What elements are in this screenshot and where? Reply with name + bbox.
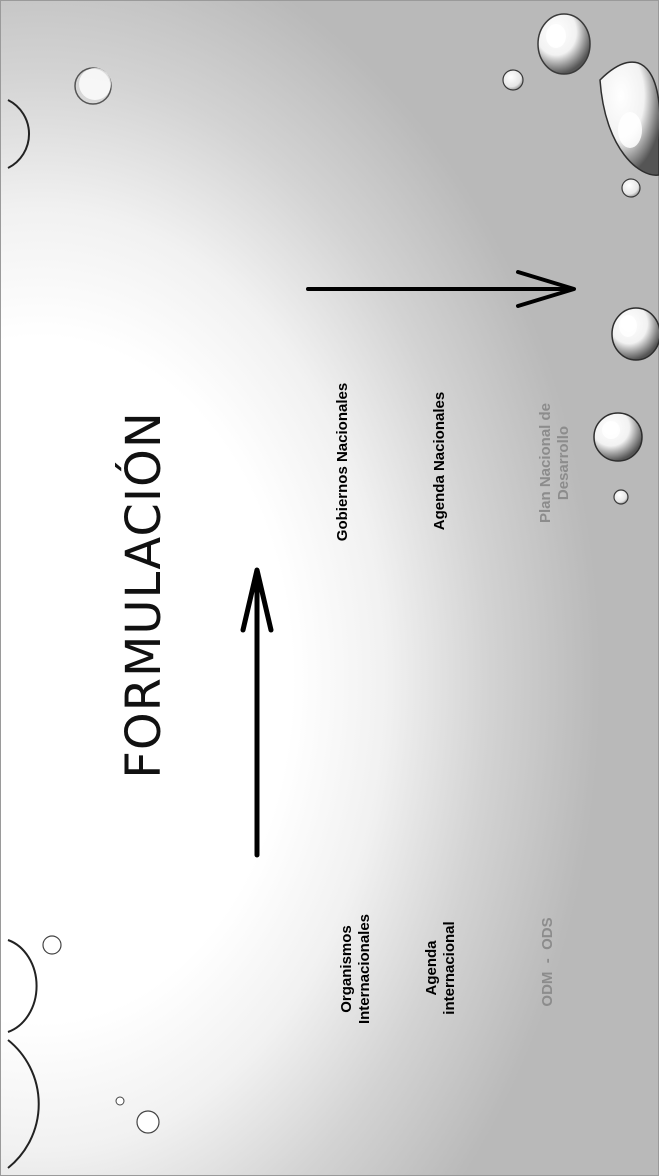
bubble-small-b [137, 1111, 159, 1133]
government-label: Gobiernos Nacionales [334, 383, 352, 541]
development-plan-label: Plan Nacional de Desarrollo [537, 393, 573, 533]
international-agenda-label: Agenda internacional [423, 898, 459, 1038]
goals-label: ODM - ODS [539, 917, 557, 1006]
bubble-arc-bottom [8, 940, 39, 1168]
arrow-right [308, 272, 574, 306]
bubble-small-a [43, 936, 61, 954]
arrow-up [243, 570, 271, 855]
slide-title: FORMULACIÓN [116, 411, 174, 778]
organization-label: Organismos Internacionales [338, 899, 374, 1039]
bubble-tiny [116, 1097, 124, 1105]
national-agenda-label: Agenda Nacionales [431, 391, 449, 531]
water-drops [503, 14, 659, 504]
bubble-arc-top [8, 100, 29, 168]
